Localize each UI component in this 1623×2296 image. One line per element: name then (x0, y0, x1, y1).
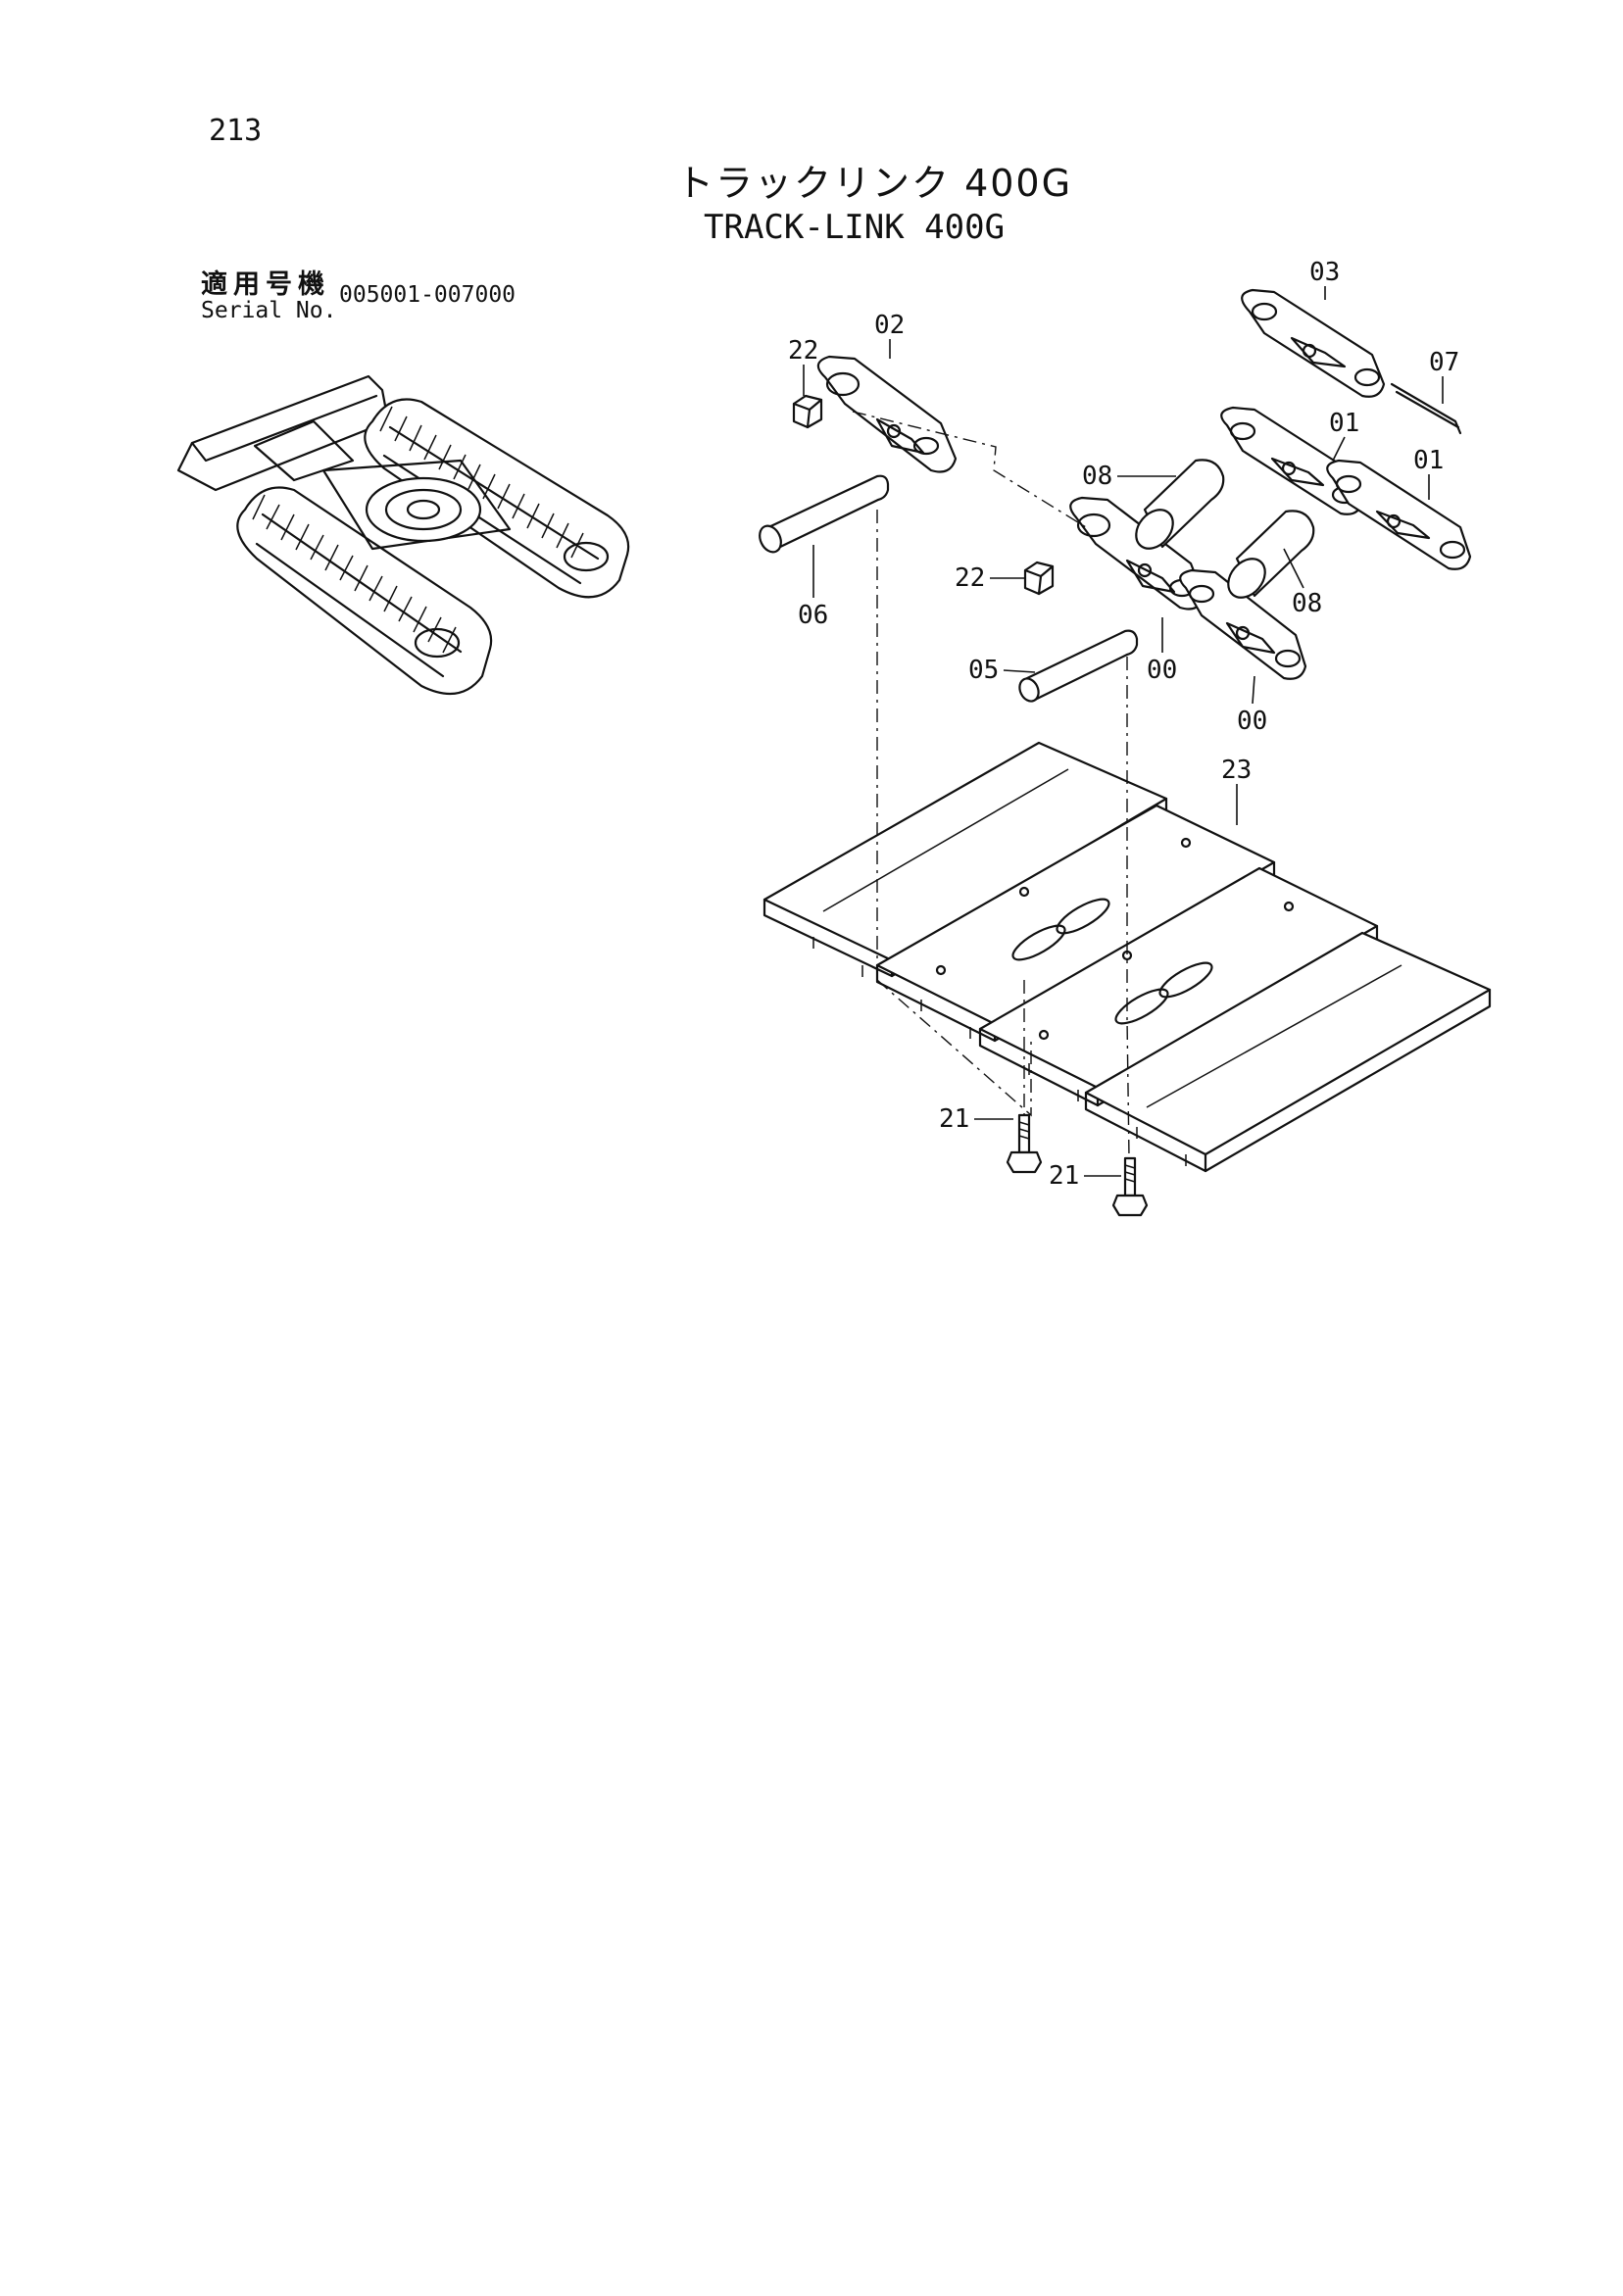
undercarriage-overview-illustration (176, 374, 630, 696)
callout-03: 03 (1309, 258, 1340, 287)
link-assembly-01 (1220, 406, 1472, 570)
serial-label-english: Serial No. (201, 298, 337, 323)
right-track-grousers (379, 406, 584, 559)
shoe-bolts (1006, 1113, 1149, 1217)
callout-00-b: 00 (1237, 707, 1267, 736)
callout-05: 05 (968, 656, 999, 685)
callout-21-b: 21 (1049, 1161, 1079, 1191)
callout-07: 07 (1429, 348, 1459, 377)
page-number: 213 (209, 114, 263, 148)
serial-label-japanese: 適用号機 (201, 269, 330, 300)
callout-23: 23 (1221, 756, 1252, 785)
callout-08-lower: 08 (1292, 589, 1322, 618)
link-assembly-00 (1018, 459, 1315, 703)
track-shoe-plates (762, 741, 1492, 1173)
callout-01-a: 01 (1329, 409, 1359, 438)
callout-06: 06 (798, 601, 828, 630)
callout-00-a: 00 (1147, 656, 1177, 685)
callout-21-a: 21 (939, 1104, 969, 1134)
part-callouts: 03 02 22 07 01 01 08 22 08 06 05 00 00 2… (788, 258, 1459, 1191)
page-title-japanese: トラックリンク 400G (676, 162, 1073, 205)
callout-01-b: 01 (1413, 446, 1444, 475)
serial-range: 005001-007000 (339, 282, 516, 308)
alignment-lines (852, 411, 1130, 1159)
callout-22-upper: 22 (788, 336, 818, 366)
link-assembly-upper (1241, 288, 1462, 435)
callout-22-lower: 22 (955, 563, 985, 593)
link-assembly-02 (759, 355, 958, 554)
page-title-english: TRACK-LINK 400G (704, 208, 1006, 247)
callout-02: 02 (874, 311, 905, 340)
callout-08-upper: 08 (1082, 462, 1112, 491)
